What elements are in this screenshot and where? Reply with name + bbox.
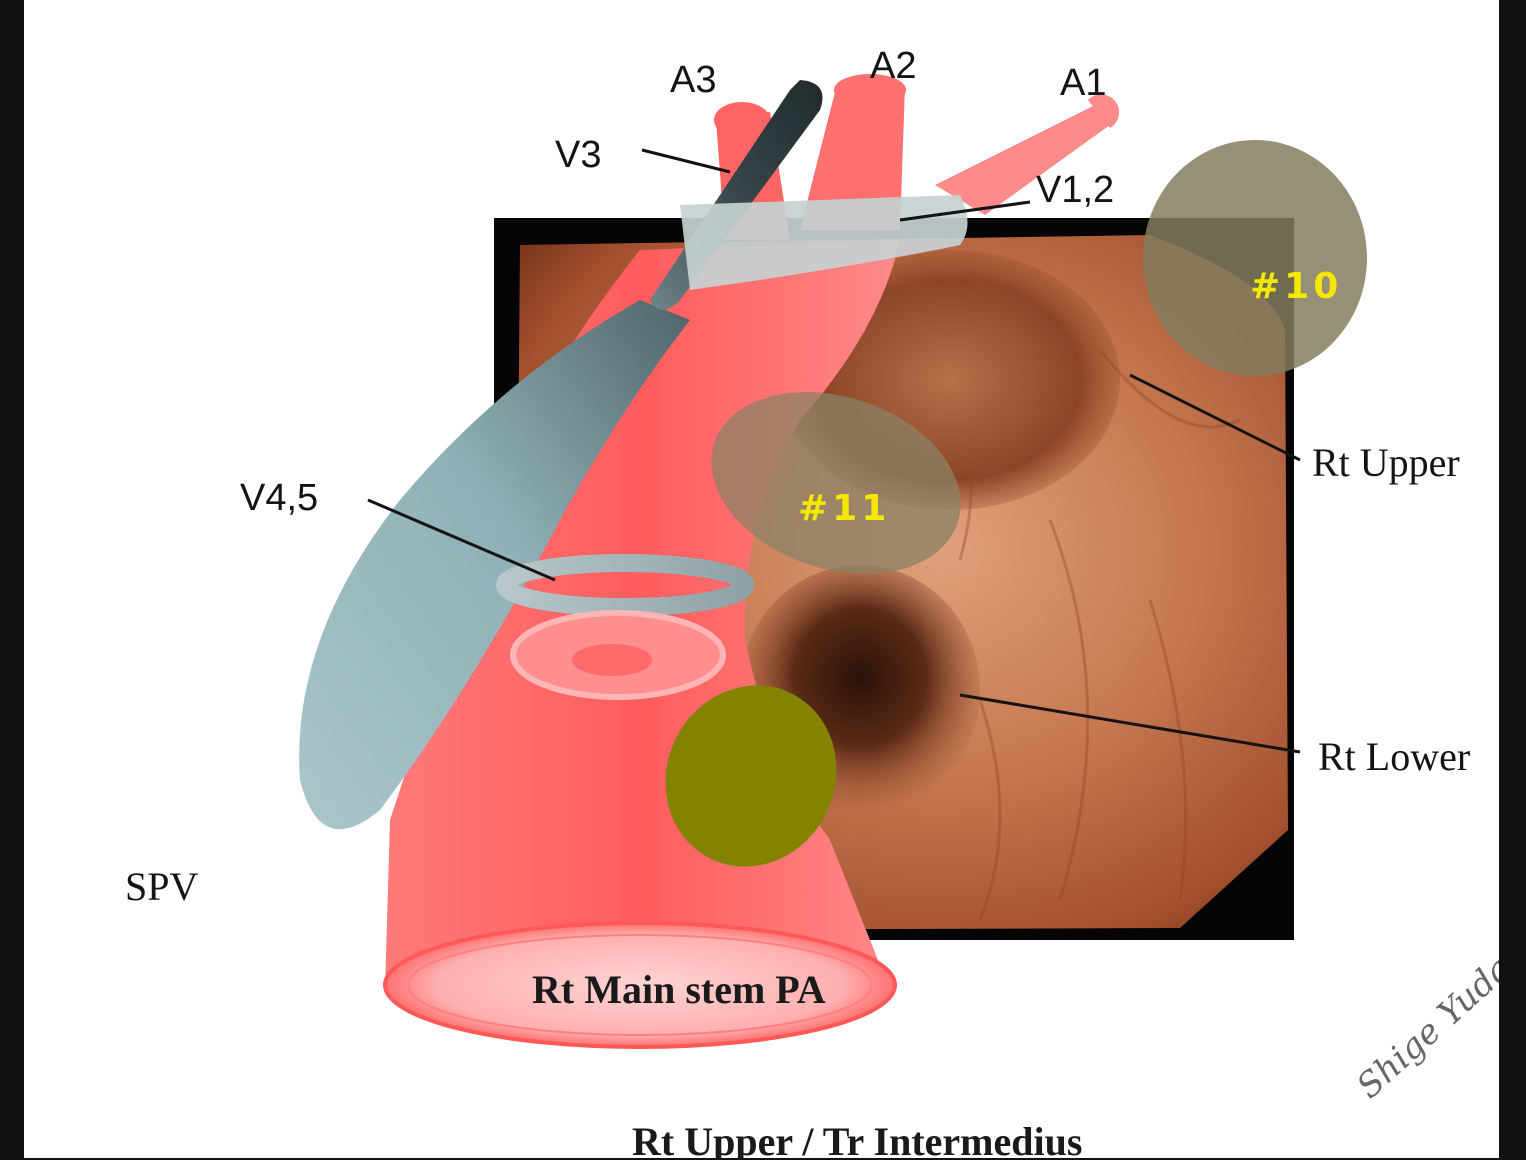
label-spv: SPV (125, 864, 198, 909)
label-v3: V3 (555, 134, 601, 176)
label-main-stem: Rt Main stem PA (532, 967, 826, 1012)
diagram-canvas: A3 A2 A1 V3 V1,2 V4,5 #10 #11 Rt Upper R… (24, 0, 1499, 1158)
label-rt-lower: Rt Lower (1318, 734, 1470, 779)
lymph-node-10 (1143, 140, 1367, 376)
label-a2: A2 (870, 45, 916, 87)
label-node-11: #11 (798, 488, 890, 529)
label-v12: V1,2 (1036, 169, 1114, 211)
caption: Rt Upper / Tr Intermedius (632, 1119, 1082, 1158)
label-a1: A1 (1060, 62, 1106, 104)
label-a3: A3 (670, 59, 716, 101)
label-node-10: #10 (1250, 266, 1342, 307)
label-v45: V4,5 (240, 477, 318, 519)
label-rt-upper: Rt Upper (1312, 440, 1460, 485)
author-signature: Shige Yuda (1349, 948, 1499, 1106)
